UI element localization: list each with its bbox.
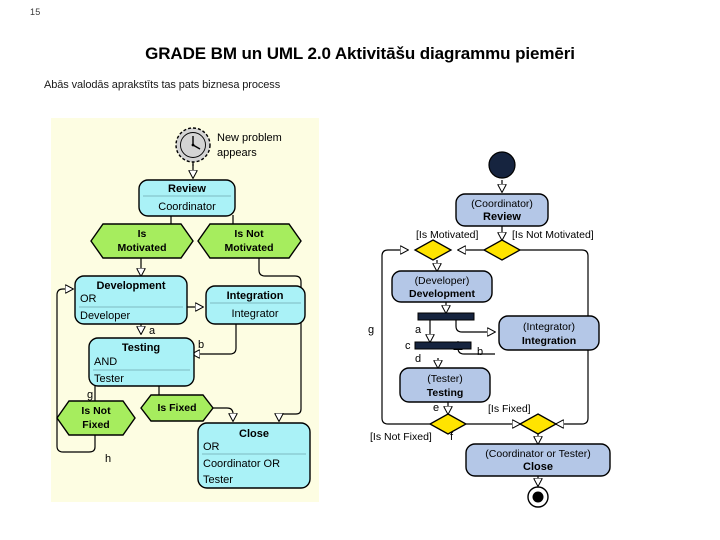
bm-timer-event — [175, 127, 211, 166]
page-number: 15 — [30, 7, 41, 17]
bm-task-close-performer-line2: Tester — [203, 474, 233, 486]
bm-event-label-line1: New problem — [217, 132, 282, 144]
uml-final-node — [527, 486, 549, 508]
bm-flow-label-g: g — [87, 389, 93, 401]
bm-flow-label-h: h — [105, 453, 111, 465]
uml-action-close[interactable]: (Coordinator or Tester) Close — [465, 443, 611, 477]
page-title: GRADE BM un UML 2.0 Aktivitāšu diagrammu… — [145, 44, 575, 63]
bm-task-integration-title: Integration — [227, 290, 284, 302]
bm-task-development-performer: Developer — [80, 310, 130, 322]
uml-merge-close-entry[interactable] — [518, 413, 558, 435]
bm-task-close-title: Close — [239, 428, 269, 440]
bm-task-testing-performer: Tester — [94, 373, 124, 385]
uml-guard-is-not-motivated: [Is Not Motivated] — [512, 229, 594, 241]
uml-activity-diagram: (Coordinator) Review [Is Motivated] [Is … — [360, 118, 690, 508]
bm-task-close-operator: OR — [203, 441, 220, 453]
bm-task-review-title: Review — [168, 183, 206, 195]
uml-flow-label-e: e — [433, 402, 439, 414]
uml-action-close-actor: (Coordinator or Tester) — [485, 448, 590, 460]
uml-action-development-name: Development — [409, 288, 475, 300]
bm-condition-is-not-fixed-line2: Fixed — [82, 419, 109, 431]
bm-task-development-title: Development — [96, 280, 165, 292]
bm-task-development[interactable]: Development OR Developer — [74, 275, 188, 325]
bm-condition-is-not-motivated-line1: Is Not — [234, 228, 264, 240]
uml-action-development[interactable]: (Developer) Development — [391, 270, 493, 303]
bm-flow-label-b: b — [198, 339, 204, 351]
bm-task-development-operator: OR — [80, 293, 97, 305]
bm-condition-is-fixed-label: Is Fixed — [157, 402, 196, 414]
bm-task-testing-operator: AND — [94, 356, 117, 368]
grade-bm-diagram: New problem appears Review Coordinator I… — [51, 118, 319, 502]
uml-panel-background — [360, 118, 690, 508]
uml-action-integration-name: Integration — [522, 335, 576, 347]
uml-flow-label-a: a — [415, 324, 422, 336]
bm-task-integration-performer: Integrator — [231, 308, 278, 320]
uml-flow-label-c: c — [405, 340, 411, 352]
uml-action-review-actor: (Coordinator) — [471, 198, 533, 210]
uml-action-integration[interactable]: (Integrator) Integration — [498, 315, 600, 351]
uml-decision-motivated[interactable] — [482, 239, 522, 261]
uml-action-integration-actor: (Integrator) — [523, 321, 575, 333]
bm-condition-is-motivated-line2: Motivated — [117, 242, 166, 254]
bm-task-review[interactable]: Review Coordinator — [138, 179, 236, 217]
uml-guard-is-not-fixed: [Is Not Fixed] — [370, 431, 432, 443]
uml-flow-label-f: f — [450, 431, 454, 443]
bm-task-close-performer-line1: Coordinator OR — [203, 458, 280, 470]
uml-action-review-name: Review — [483, 211, 521, 223]
uml-action-review[interactable]: (Coordinator) Review — [455, 193, 549, 227]
uml-guard-is-motivated: [Is Motivated] — [416, 229, 479, 241]
uml-flow-label-g: g — [368, 324, 374, 336]
uml-decision-fixed[interactable] — [428, 413, 468, 435]
bm-condition-is-not-fixed-line1: Is Not — [81, 405, 111, 417]
bm-task-review-performer: Coordinator — [158, 201, 216, 213]
bm-task-testing[interactable]: Testing AND Tester — [88, 337, 195, 387]
uml-action-testing[interactable]: (Tester) Testing — [399, 367, 491, 403]
uml-join-bar — [414, 341, 472, 350]
uml-action-testing-actor: (Tester) — [427, 373, 463, 385]
bm-flow-label-a: a — [149, 325, 156, 337]
bm-task-testing-title: Testing — [122, 342, 160, 354]
bm-condition-is-fixed[interactable]: Is Fixed — [140, 394, 214, 422]
bm-task-integration[interactable]: Integration Integrator — [205, 285, 306, 325]
uml-flow-label-d: d — [415, 353, 421, 365]
uml-flow-label-b: b — [477, 346, 483, 358]
uml-merge-development-entry[interactable] — [413, 239, 453, 261]
bm-task-close[interactable]: Close OR Coordinator OR Tester — [197, 422, 311, 489]
bm-connectors — [56, 164, 302, 453]
bm-condition-is-not-motivated-line2: Motivated — [224, 242, 273, 254]
page-subtitle: Abās valodās aprakstīts tas pats biznesa… — [44, 79, 281, 91]
uml-action-testing-name: Testing — [427, 387, 464, 399]
bm-event-label-line2: appears — [217, 147, 257, 159]
bm-condition-is-motivated[interactable]: Is Motivated — [90, 223, 194, 259]
bm-condition-is-not-fixed[interactable]: Is Not Fixed — [56, 400, 136, 436]
bm-condition-is-motivated-line1: Is — [138, 228, 147, 240]
uml-fork-bar — [417, 312, 475, 321]
uml-action-development-actor: (Developer) — [415, 275, 470, 287]
uml-initial-node — [488, 151, 516, 179]
bm-condition-is-not-motivated[interactable]: Is Not Motivated — [197, 223, 302, 259]
uml-guard-is-fixed: [Is Fixed] — [488, 403, 531, 415]
uml-action-close-name: Close — [523, 461, 553, 473]
